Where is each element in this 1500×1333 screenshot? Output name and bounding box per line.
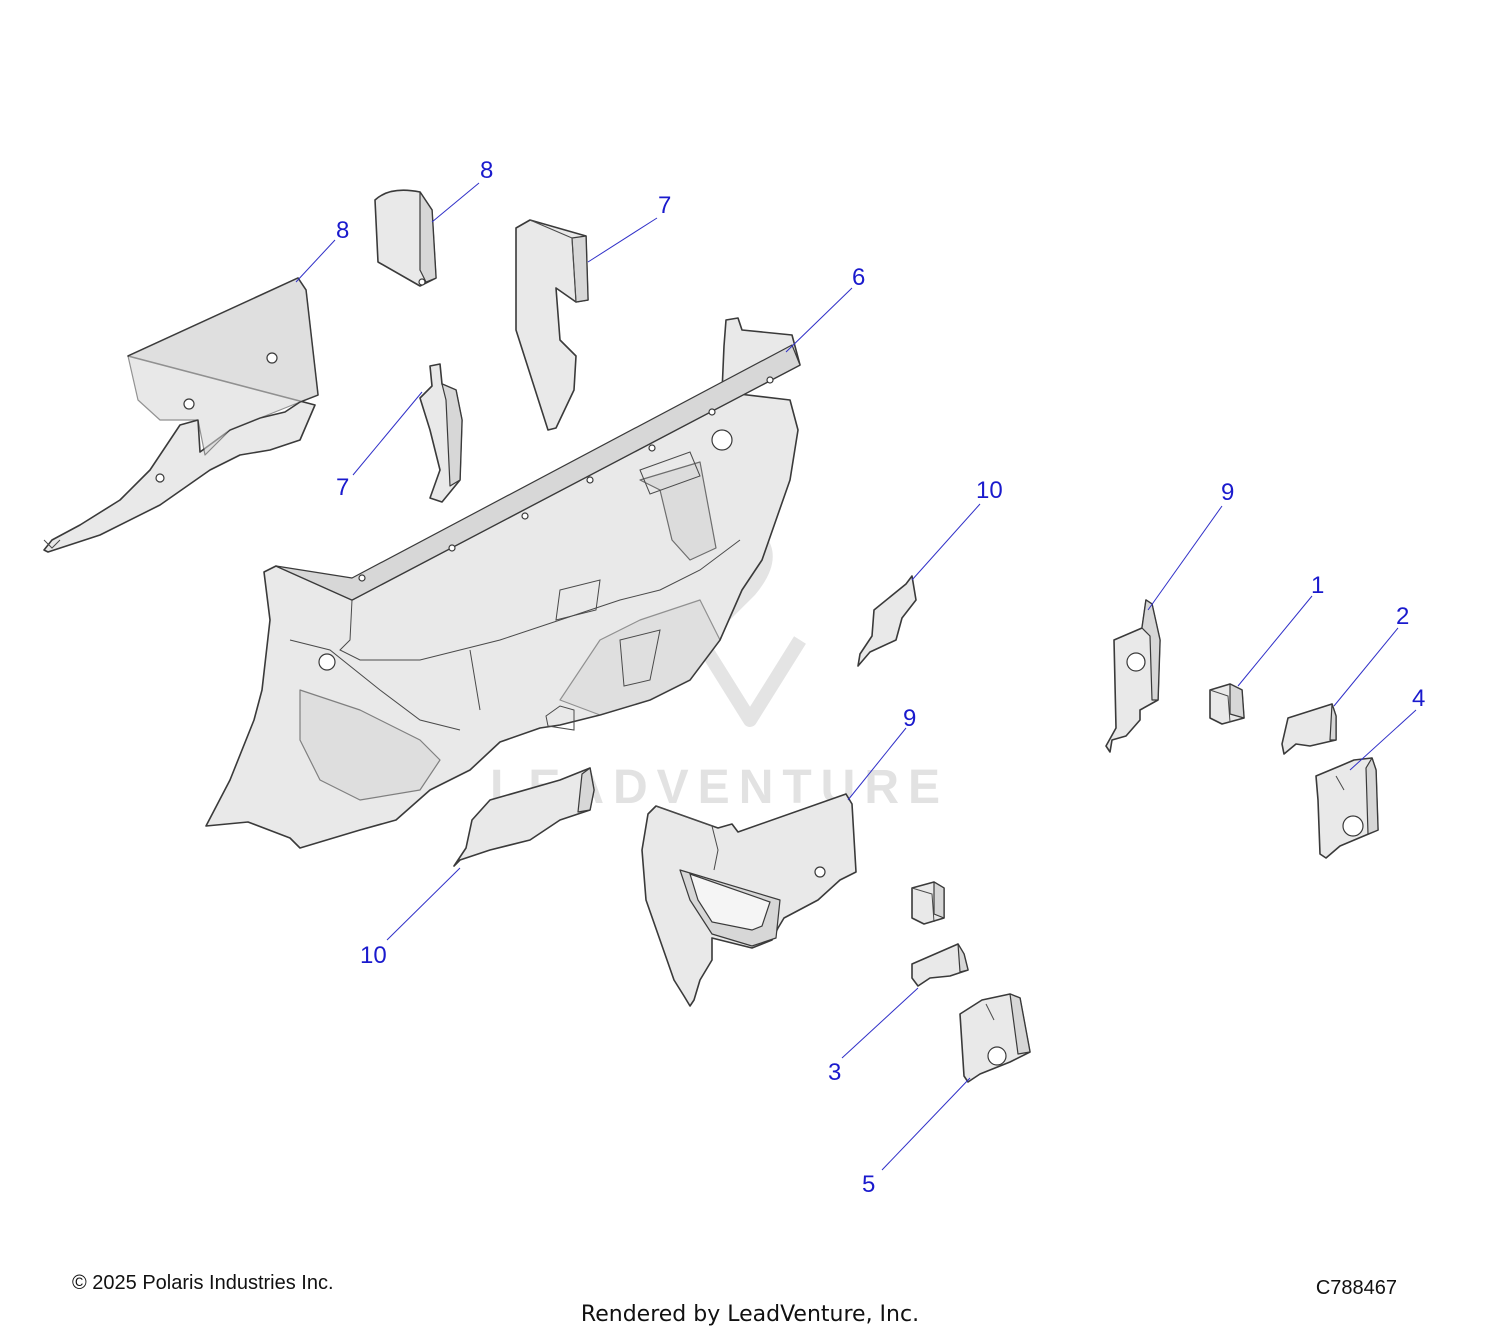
- callout-10-upper-piece[interactable]: 10: [976, 477, 1003, 504]
- copyright-notice: © 2025 Polaris Industries Inc.: [72, 1272, 334, 1294]
- part-7-upper-piece[interactable]: [515, 219, 589, 431]
- drawing-number: C788467: [1315, 1277, 1397, 1299]
- callout-5-plate[interactable]: 5: [862, 1171, 875, 1198]
- callout-9-right-panel[interactable]: 9: [1221, 479, 1234, 506]
- callout-8-small-block[interactable]: 8: [480, 157, 493, 184]
- part-5-plate[interactable]: [959, 993, 1031, 1083]
- callout-2-plate[interactable]: 2: [1396, 603, 1409, 630]
- part-10-upper-piece[interactable]: [857, 575, 917, 667]
- part-cube-small[interactable]: [911, 881, 945, 925]
- callout-7-lower-piece[interactable]: 7: [336, 474, 349, 501]
- part-6-main-bulkhead[interactable]: [205, 317, 801, 849]
- callout-8-left-panel[interactable]: 8: [336, 217, 349, 244]
- part-8-small-block[interactable]: [374, 189, 437, 287]
- callout-4-plate[interactable]: 4: [1412, 685, 1425, 712]
- callout-10-lower-piece[interactable]: 10: [360, 942, 387, 969]
- callout-numbers: 8 8 7 7 6 10 10 9 9 1 2 3 4 5: [336, 157, 1425, 1198]
- callout-1-block[interactable]: 1: [1311, 572, 1324, 599]
- part-3-plate[interactable]: [911, 943, 969, 987]
- rendered-by-credit: Rendered by LeadVenture, Inc.: [580, 1302, 920, 1327]
- part-2-plate[interactable]: [1281, 703, 1337, 755]
- callout-6-main-bulkhead[interactable]: 6: [852, 264, 865, 291]
- part-7-lower-piece[interactable]: [419, 363, 463, 503]
- part-10-lower-piece[interactable]: [453, 767, 595, 867]
- callout-9-lower-panel[interactable]: 9: [903, 705, 916, 732]
- part-9-right-panel[interactable]: [1105, 599, 1161, 753]
- leader-lines: [295, 182, 1417, 1171]
- part-8-left-panel[interactable]: [43, 277, 319, 553]
- part-4-plate[interactable]: [1315, 757, 1379, 859]
- callout-7-upper-piece[interactable]: 7: [658, 192, 671, 219]
- callout-3-plate[interactable]: 3: [828, 1059, 841, 1086]
- part-9-lower-panel[interactable]: [641, 793, 857, 1007]
- part-1-block[interactable]: [1209, 683, 1245, 725]
